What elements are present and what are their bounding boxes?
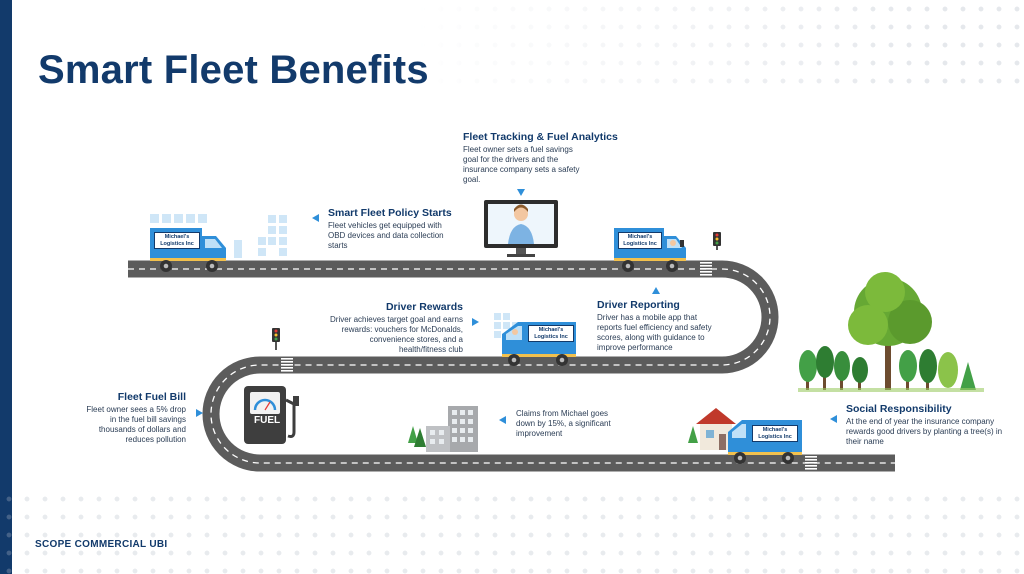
arrow-left-icon (499, 416, 506, 424)
callout-claims: Claims from Michael goes down by 15%, a … (516, 409, 626, 439)
house-icon (696, 408, 736, 450)
callout-text: Fleet owner sees a 5% drop in the fuel b… (86, 405, 186, 444)
arrow-right-icon (472, 318, 479, 326)
callout-fleet-tracking: Fleet Tracking & Fuel Analytics Fleet ow… (463, 131, 633, 185)
page-title: Smart Fleet Benefits (38, 48, 429, 92)
arrow-up-icon (652, 287, 660, 294)
callout-text: Claims from Michael goes down by 15%, a … (516, 409, 611, 438)
callout-policy-starts: Smart Fleet Policy Starts Fleet vehicles… (328, 207, 468, 251)
callout-text: Fleet owner sets a fuel savings goal for… (463, 145, 580, 184)
callout-text: Driver achieves target goal and earns re… (330, 315, 463, 354)
callout-heading: Driver Rewards (385, 301, 463, 313)
arrow-left-icon (312, 214, 319, 222)
left-accent-bar (0, 0, 12, 574)
monitor-icon (484, 200, 558, 257)
building-blocks-icon (150, 214, 287, 258)
callout-text: Fleet vehicles get equipped with OBD dev… (328, 221, 444, 250)
callout-text: At the end of year the insurance company… (846, 417, 1003, 446)
callout-heading: Smart Fleet Policy Starts (328, 207, 452, 219)
callout-driver-rewards: Driver Rewards Driver achieves target go… (330, 301, 463, 355)
forest-icon (798, 272, 984, 392)
truck-sign: Michael's Logistics Inc (154, 232, 200, 249)
truck-sign: Michael's Logistics Inc (528, 325, 574, 342)
callout-social: Social Responsibility At the end of year… (846, 403, 1006, 447)
callout-heading: Driver Reporting (597, 299, 680, 311)
arrow-down-icon (517, 189, 525, 196)
callout-heading: Fleet Tracking & Fuel Analytics (463, 131, 618, 143)
callout-heading: Social Responsibility (846, 403, 952, 415)
arrow-right-icon (196, 409, 203, 417)
callout-driver-reporting: Driver Reporting Driver has a mobile app… (597, 299, 737, 353)
truck-sign: Michael's Logistics Inc (752, 425, 798, 442)
callout-heading: Fleet Fuel Bill (117, 391, 186, 403)
arrow-left-icon (830, 415, 837, 423)
callout-text: Driver has a mobile app that reports fue… (597, 313, 712, 352)
pine-trees-icon (408, 426, 698, 447)
fuel-label: FUEL (254, 415, 281, 426)
traffic-light-icon (713, 232, 721, 250)
dot-pattern-top (0, 0, 1024, 90)
callout-fuel-bill: Fleet Fuel Bill Fleet owner sees a 5% dr… (86, 391, 186, 445)
road (128, 260, 895, 472)
traffic-light-icon (272, 328, 280, 350)
fuel-pump-icon (244, 386, 299, 444)
dot-pattern-bottom (0, 490, 1024, 574)
footer-brand: SCOPE COMMERCIAL UBI (35, 539, 168, 550)
city-building-icon (426, 406, 478, 452)
truck-sign: Michael's Logistics Inc (618, 232, 662, 249)
